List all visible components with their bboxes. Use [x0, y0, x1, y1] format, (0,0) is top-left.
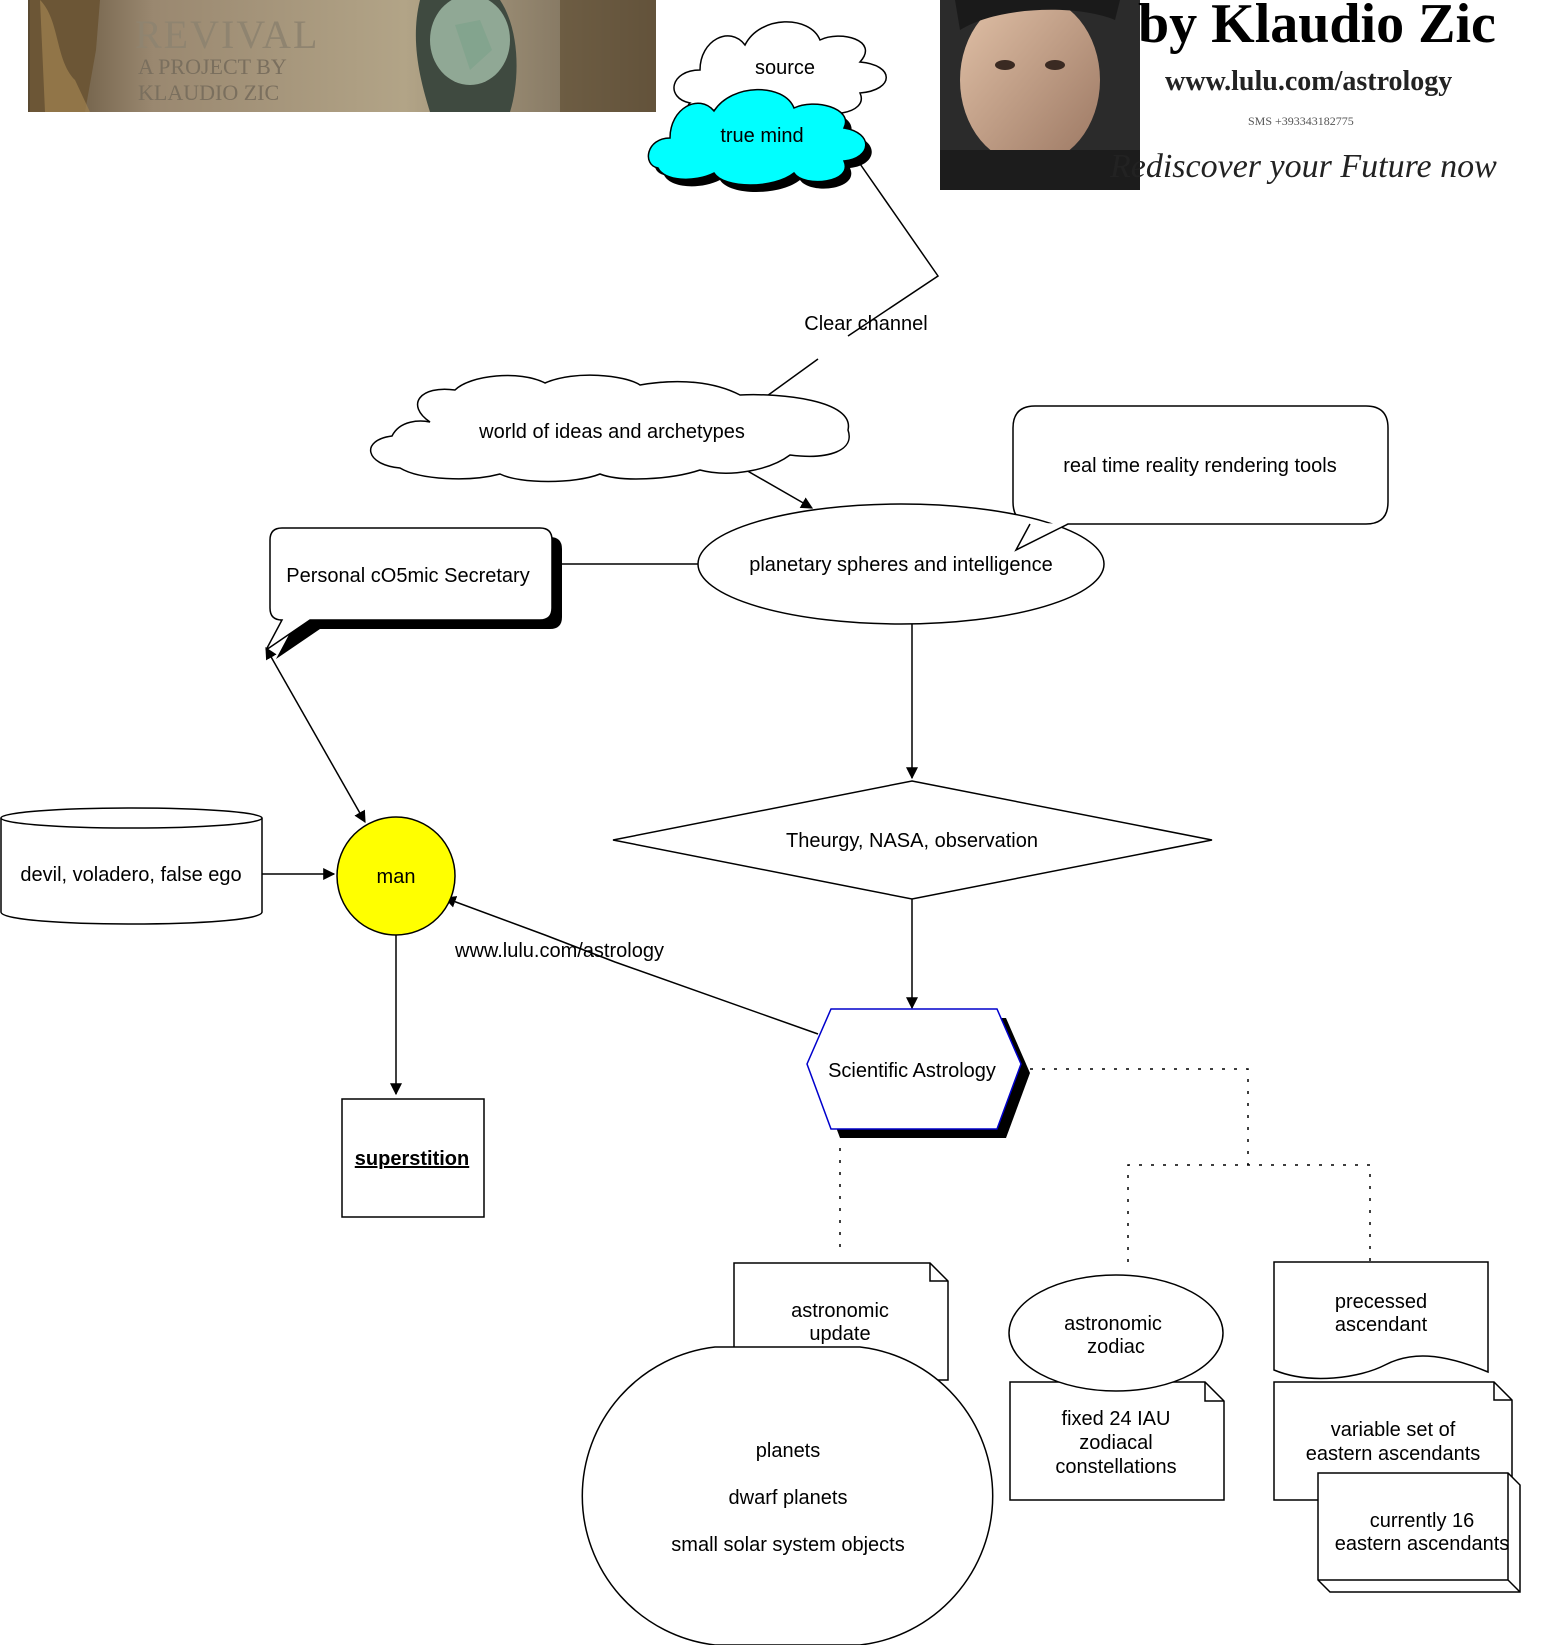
revival-author: KLAUDIO ZIC — [138, 80, 279, 105]
clear-channel-label: Clear channel — [804, 313, 927, 335]
dotted-scientific-to-branch — [1030, 1068, 1249, 1165]
lulu-link[interactable]: www.lulu.com/astrology — [454, 940, 664, 962]
source-label: source — [755, 57, 815, 79]
man-label: man — [377, 866, 416, 888]
personal-secretary-label: Personal cO5mic Secretary — [286, 565, 529, 587]
astronomic-zodiac-line2: zodiac — [1087, 1336, 1145, 1358]
revival-title: REVIVAL — [135, 12, 319, 57]
precessed-line1: precessed — [1335, 1291, 1427, 1313]
true-mind-label: true mind — [720, 125, 803, 147]
planets-line2: dwarf planets — [729, 1487, 848, 1509]
klaudio-zic-banner-image: by Klaudio Zic www.lulu.com/astrology SM… — [940, 0, 1542, 190]
connector-secretary-to-man — [265, 646, 366, 824]
banner-url: www.lulu.com/astrology — [1165, 66, 1452, 97]
devil-cylinder: devil, voladero, false ego — [0, 807, 263, 925]
astronomic-zodiac-line1: astronomic — [1064, 1313, 1162, 1335]
source-cloud: source — [673, 21, 887, 119]
planets-line3: small solar system objects — [671, 1534, 904, 1556]
theurgy-label: Theurgy, NASA, observation — [786, 830, 1038, 852]
portrait-photo — [960, 0, 1100, 165]
rendering-tools-callout: real time reality rendering tools — [1012, 405, 1389, 551]
iau-line1: fixed 24 IAU — [1062, 1408, 1171, 1430]
precessed-ascendant-document: precessed ascendant — [1273, 1261, 1489, 1380]
astronomic-zodiac-ellipse: astronomic zodiac — [1008, 1274, 1224, 1392]
world-of-ideas-cloud: world of ideas and archetypes — [370, 374, 850, 483]
connector-truemind-to-clear-channel — [847, 160, 940, 337]
theurgy-diamond: Theurgy, NASA, observation — [612, 780, 1213, 900]
rendering-tools-label: real time reality rendering tools — [1063, 455, 1336, 477]
connectors — [262, 160, 940, 1096]
true-mind-cloud: true mind — [647, 88, 872, 192]
scientific-astrology-label: Scientific Astrology — [828, 1060, 996, 1082]
devil-label: devil, voladero, false ego — [20, 864, 241, 886]
scientific-astrology-hexagon: Scientific Astrology — [806, 1008, 1030, 1138]
dotted-branch-horizontal — [1127, 1164, 1371, 1262]
world-of-ideas-label: world of ideas and archetypes — [478, 421, 745, 443]
banner-tagline: Rediscover your Future now — [1109, 148, 1497, 185]
revival-subtitle: A PROJECT BY — [138, 54, 287, 79]
dotted-connectors — [839, 1068, 1371, 1262]
variable-set-note: variable set of eastern ascendants — [1273, 1381, 1513, 1501]
connector-scientific-to-man — [443, 896, 819, 1035]
variable-set-line1: variable set of — [1331, 1419, 1456, 1441]
currently-16-box: currently 16 eastern ascendants — [1317, 1472, 1521, 1593]
astronomic-update-line1: astronomic — [791, 1300, 889, 1322]
astronomic-update-line2: update — [809, 1323, 870, 1345]
planetary-spheres-ellipse: planetary spheres and intelligence — [697, 503, 1105, 625]
personal-secretary-callout: Personal cO5mic Secretary — [265, 527, 562, 659]
currently-line1: currently 16 — [1370, 1510, 1475, 1532]
planets-line1: planets — [756, 1440, 821, 1462]
superstition-label: superstition — [355, 1148, 469, 1170]
planets-rounded-shape: planets dwarf planets small solar system… — [581, 1346, 994, 1645]
planetary-spheres-label: planetary spheres and intelligence — [749, 554, 1053, 576]
man-circle: man — [336, 816, 456, 936]
banner-title: by Klaudio Zic — [1138, 0, 1496, 55]
iau-line2: zodiacal — [1079, 1432, 1152, 1454]
variable-set-line2: eastern ascendants — [1306, 1443, 1481, 1465]
iau-line3: constellations — [1055, 1456, 1176, 1478]
banner-sms: SMS +393343182775 — [1248, 114, 1354, 128]
precessed-line2: ascendant — [1335, 1314, 1428, 1336]
currently-line2: eastern ascendants — [1335, 1533, 1510, 1555]
superstition-box: superstition — [341, 1098, 485, 1218]
revival-banner-image: REVIVAL A PROJECT BY KLAUDIO ZIC — [28, 0, 656, 112]
connector-clear-channel-to-ideas — [759, 358, 819, 402]
iau-constellations-note: fixed 24 IAU zodiacal constellations — [1009, 1381, 1225, 1501]
